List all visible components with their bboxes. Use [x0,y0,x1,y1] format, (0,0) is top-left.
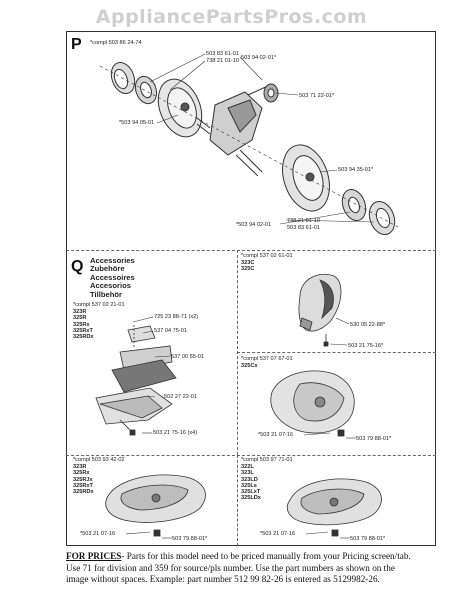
pricing-line-2: Use 71 for division and 359 for source/p… [66,562,395,573]
p-label-5: *503 94 05-01 [119,120,155,126]
p-label-9: 503 83 61-01 [287,225,320,231]
section-p-letter: P [71,36,82,53]
title-en: Accessories [90,256,135,265]
panel-c-models: 325Cx [241,363,258,369]
p-label-3: 503 94 02-01* [241,55,277,61]
diagram-frame [66,31,436,546]
panel-b-label-1: 530 05 22-88* [350,322,386,328]
divider-b-c [237,352,436,353]
accessories-title-list: Accessories Zubehöre Accessoires Accesor… [90,256,135,299]
panel-b-models: 323C 325C [241,260,255,273]
divider-vertical-bottom [237,455,238,546]
p-label-1: 503 83 61-01 [206,51,239,57]
panel-d-label-2: 503 79 88-01* [172,536,208,542]
panel-b-compl: *compl 537 02 61-01 [241,253,293,259]
divider-p-q [66,250,436,251]
pricing-line-1-text: - Parts for this model need to be priced… [121,551,411,561]
pricing-line-3: image without spaces. Example: part numb… [66,574,380,584]
panel-c-compl: *compl 537 07 67-01 [241,356,293,362]
panel-d-compl: *compl 503 93 42-02 [73,457,125,463]
p-label-7: *503 94 02-01 [236,222,272,228]
panel-c-label-2: 503 79 88-01* [356,436,392,442]
title-sv: Tillbehör [90,289,122,299]
panel-a-label-5: 503 21 75-16 (x4) [153,430,198,436]
panel-e-label-2: 503 79 88-01* [350,536,386,542]
p-label-6: 503 94 35-01* [338,167,374,173]
panel-a-label-1: 725 23 88-71 (x2) [154,314,199,320]
panel-c-label-1: *503 21 07-16 [258,432,294,438]
panel-a-label-2: 537 04 75-01 [154,328,187,334]
panel-e-label-1: *503 21 07-16 [260,531,296,537]
title-es: Accesorios [90,281,131,291]
panel-b-label-2: 503 21 75-16* [348,343,384,349]
p-label-4: 503 71 22-01* [299,93,335,99]
panel-a-compl: *compl 537 02 21-01 [73,302,125,308]
panel-e-compl: *compl 503 97 71-01 [241,457,293,463]
p-label-2: 738 21 01-10 [206,58,239,64]
panel-d-models: 323R 325Rx 325RJx 325RxT 325RDx [73,464,94,496]
panel-a-models: 323R 325R 325Rx 325RxT 325RDx [73,309,94,341]
pricing-note: FOR PRICES- Parts for this model need to… [66,551,456,586]
panel-a-label-3: 537 00 55-01 [171,354,204,360]
p-label-8: 738 21 01-10 [287,218,320,224]
title-de: Zubehöre [90,264,125,274]
pricing-line-1: FOR PRICES- Parts for this model need to… [66,551,456,563]
panel-a-label-4: 502 27 22-01 [164,394,197,400]
for-prices-label: FOR PRICES [66,551,122,561]
panel-e-models: 322L 323L 323LD 325Ls 325LxT 325LDx [241,464,261,502]
section-q-letter: Q [71,258,84,275]
section-p-compl: *compl 503 86 24-74 [90,40,142,46]
watermark: AppliancePartsPros.com [95,6,368,28]
divider-lower [66,455,436,456]
panel-d-label-1: *503 21 07-16 [80,531,116,537]
title-fr: Accessoires [90,272,135,282]
